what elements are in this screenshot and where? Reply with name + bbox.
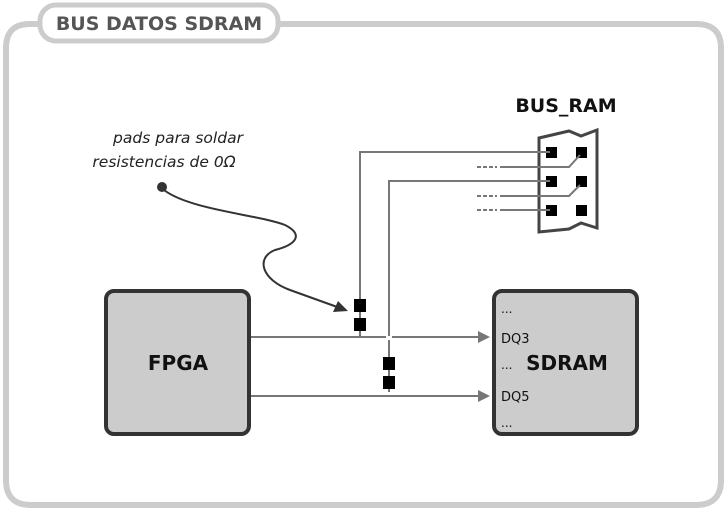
pad-a1 (354, 299, 366, 312)
wire-dq5-to-pin3 (388, 180, 550, 392)
wire-dq3-to-pin1 (359, 151, 550, 336)
sdram-block (492, 289, 639, 436)
pin-6 (576, 205, 587, 216)
pad-b2 (383, 376, 395, 389)
pin-5 (546, 205, 557, 216)
arrow-dq5 (478, 390, 490, 402)
pin-4 (576, 176, 587, 187)
title-tab (37, 2, 281, 44)
sdram-pin-dq3: DQ3 (501, 332, 530, 347)
arrow-dq3 (478, 331, 490, 343)
fpga-label: FPGA (148, 351, 209, 375)
pin-2 (576, 147, 587, 158)
connector-label: BUS_RAM (515, 95, 616, 117)
sdram-pin-0: ... (501, 302, 512, 316)
data-lines (250, 336, 478, 397)
annotation-leader (163, 189, 341, 309)
sdram-pin-dq5: DQ5 (501, 390, 530, 405)
wire-crossing-gap (386, 336, 392, 340)
annotation-line-2: resistencias de 0Ω (92, 153, 235, 171)
wire-stub-pin4 (500, 184, 581, 197)
outer-frame (3, 21, 724, 508)
fpga-block (104, 289, 251, 436)
annotation-arrowhead (333, 301, 348, 312)
pad-a2 (354, 318, 366, 331)
bus-wires (359, 151, 581, 392)
pin-1 (546, 147, 557, 158)
sdram-label: SDRAM (526, 351, 608, 375)
solder-pads (354, 299, 395, 389)
frame-title: BUS DATOS SDRAM (56, 13, 262, 35)
pin-3 (546, 176, 557, 187)
connector-pins (546, 147, 587, 216)
pad-b1 (383, 357, 395, 370)
wire-stub-pin2 (500, 154, 581, 168)
annotation-line-1: pads para soldar (112, 129, 245, 147)
sdram-pin-4: ... (501, 416, 512, 430)
sdram-pin-2: ... (501, 358, 512, 372)
